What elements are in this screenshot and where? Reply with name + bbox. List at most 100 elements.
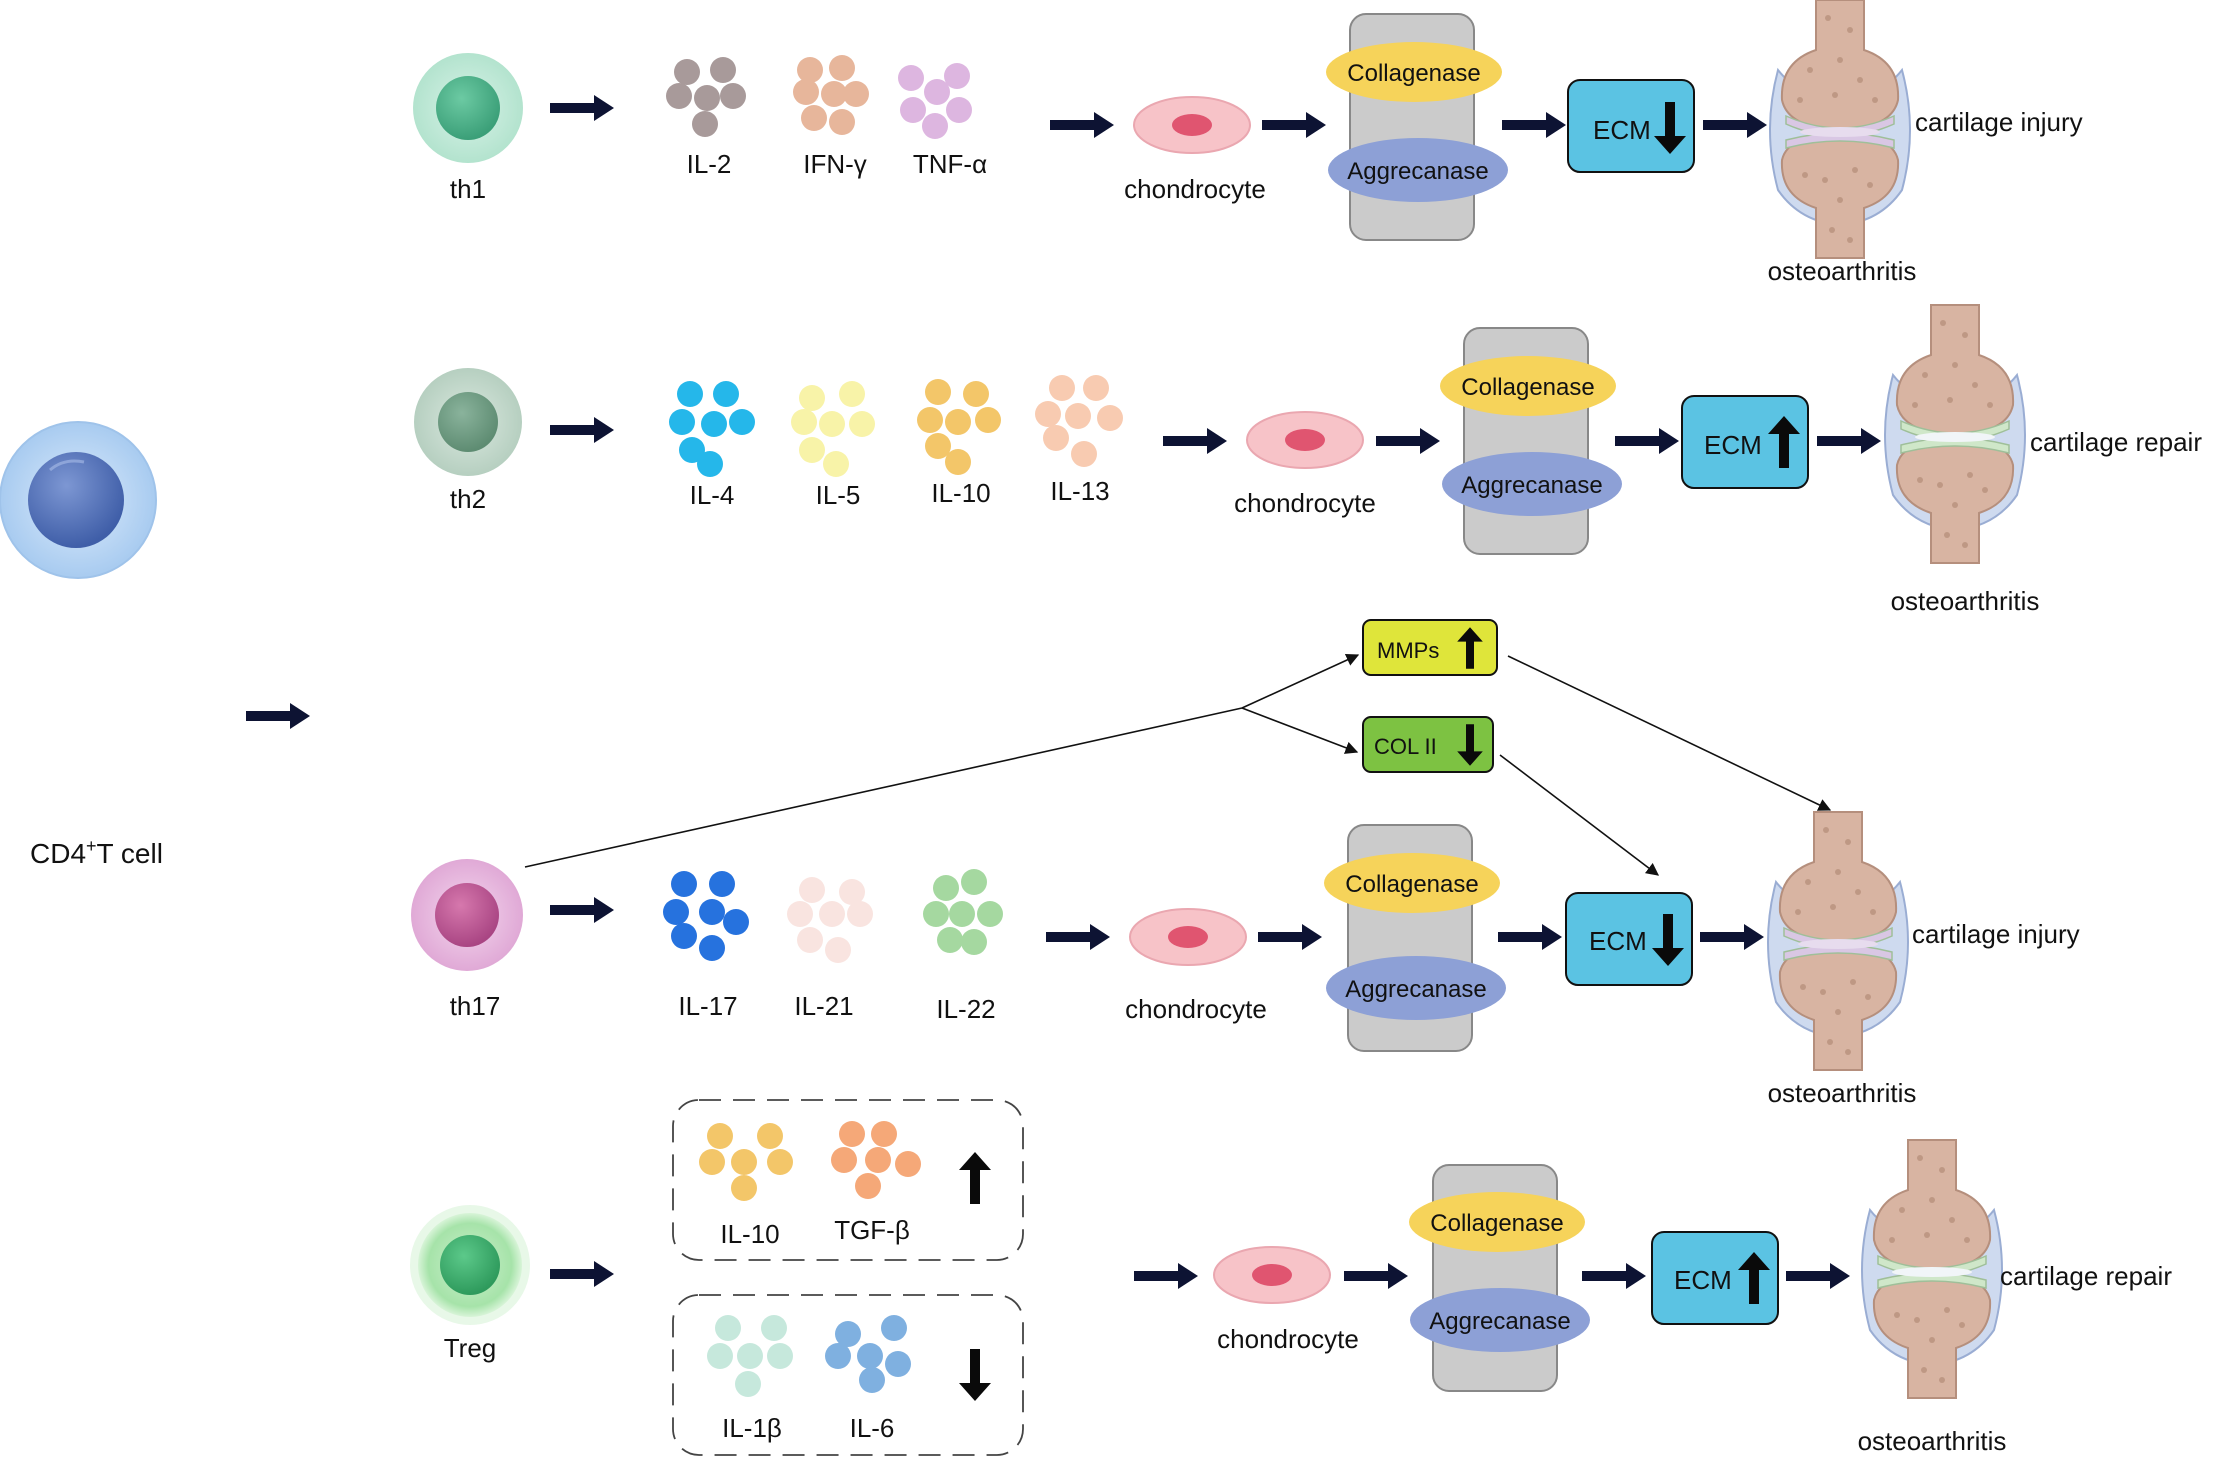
treg-cell [410, 1205, 530, 1325]
disease-label: osteoarthritis [1768, 1078, 1917, 1108]
mmps-box [1362, 619, 1498, 676]
cytokine-dot [801, 105, 827, 131]
up-arrow-icon [959, 1152, 991, 1204]
flow-arrow [1163, 428, 1227, 454]
cytokine-dot [767, 1149, 793, 1175]
cytokine-dot [900, 97, 926, 123]
cytokine-label-il13: IL-13 [1050, 476, 1109, 506]
cytokine-dot [849, 411, 875, 437]
flow-arrow [550, 897, 614, 923]
flow-arrow [1344, 1263, 1408, 1289]
cytokine-dot [694, 85, 720, 111]
flow-arrow [1700, 924, 1764, 950]
collagenase-label: Collagenase [1345, 871, 1478, 898]
aggrecanase-ellipse [1410, 1288, 1590, 1352]
th1-label: th1 [450, 174, 486, 204]
outcome-label: cartilage injury [1915, 107, 2083, 137]
cytokine-dot [797, 927, 823, 953]
cytokine-dot [859, 1367, 885, 1393]
cytokine-label-il5: IL-5 [816, 480, 861, 510]
ecm-box [1681, 395, 1809, 489]
cytokine-label-ifng: IFN-γ [803, 149, 867, 179]
flow-arrow [1615, 428, 1679, 454]
ecm-box [1651, 1231, 1779, 1325]
il17-cluster [663, 871, 749, 961]
collagenase-label: Collagenase [1430, 1210, 1563, 1237]
cytokine-dot [715, 1315, 741, 1341]
collagenase-ellipse [1440, 356, 1616, 416]
cytokine-dot [898, 65, 924, 91]
up-arrow-icon [1457, 627, 1483, 669]
flow-arrow [1703, 112, 1767, 138]
flow-arrow [1046, 924, 1110, 950]
cytokine-dot [922, 113, 948, 139]
cytokine-dot [847, 901, 873, 927]
cytokine-dot [791, 409, 817, 435]
il10-cluster [699, 1123, 793, 1201]
ecm-label: ECM [1674, 1265, 1732, 1295]
cytokine-dot [977, 901, 1003, 927]
cytokine-dot [961, 869, 987, 895]
cytokine-dot [731, 1149, 757, 1175]
disease-label: osteoarthritis [1891, 586, 2040, 616]
aggrecanase-ellipse [1326, 956, 1506, 1020]
cytokine-dot [692, 111, 718, 137]
cytokine-dot [1097, 405, 1123, 431]
cd4-label: CD4+T cell [30, 836, 163, 869]
collagenase-label: Collagenase [1347, 60, 1480, 87]
collagenase-label: Collagenase [1461, 374, 1594, 401]
cytokine-label-il6: IL-6 [850, 1413, 895, 1443]
cytokine-dot [825, 1343, 851, 1369]
collagenase-ellipse [1409, 1192, 1585, 1252]
flow-arrow [1134, 1263, 1198, 1289]
chondrocyte-label: chondrocyte [1217, 1324, 1359, 1354]
cytokine-dot [669, 409, 695, 435]
cytokine-dot [924, 79, 950, 105]
cytokine-dot [949, 901, 975, 927]
chondrocyte-cell [1213, 1246, 1331, 1304]
cytokine-dot [917, 407, 943, 433]
th1-cell [413, 53, 523, 163]
cytokine-dot [933, 875, 959, 901]
il6-cluster [825, 1315, 911, 1393]
aggrecanase-ellipse [1442, 452, 1622, 516]
branch-arrows [524, 653, 1832, 876]
cytokine-dot [731, 1175, 757, 1201]
flow-arrow [1376, 428, 1440, 454]
cytokine-dot [679, 437, 705, 463]
down-arrow-icon [1457, 724, 1483, 766]
cytokine-dot [720, 83, 746, 109]
cytokine-dot [819, 411, 845, 437]
cytokine-dot [797, 57, 823, 83]
knee-joint-icon [1861, 1139, 2003, 1399]
cytokine-dot [829, 109, 855, 135]
cytokine-dot [735, 1371, 761, 1397]
ifng-cluster [793, 55, 869, 135]
tnfa-cluster [898, 63, 972, 139]
cytokine-dot [799, 877, 825, 903]
cytokine-dot [1083, 375, 1109, 401]
cytokine-dot [825, 937, 851, 963]
chondrocyte-label: chondrocyte [1125, 994, 1267, 1024]
cytokine-dot [677, 381, 703, 407]
cytokine-dot [767, 1343, 793, 1369]
cd4-flow-arrow [246, 703, 310, 729]
cytokine-dot [1043, 425, 1069, 451]
collagenase-ellipse [1326, 42, 1502, 102]
cytokine-dot [857, 1343, 883, 1369]
cytokine-label-il10: IL-10 [720, 1219, 779, 1249]
cytokine-label-tgfb: TGF-β [834, 1215, 910, 1245]
cytokine-label-il4: IL-4 [690, 480, 735, 510]
cytokine-dot [925, 433, 951, 459]
cytokine-label-il22: IL-22 [936, 994, 995, 1024]
col2-label: COL II [1374, 734, 1437, 759]
il4-cluster [669, 381, 755, 477]
flow-arrow [1817, 428, 1881, 454]
th17-label: th17 [450, 991, 501, 1021]
cytokine-dot [729, 409, 755, 435]
treg-label: Treg [444, 1333, 497, 1363]
aggrecanase-label: Aggrecanase [1345, 976, 1486, 1003]
chondrocyte-cell [1246, 411, 1364, 469]
cytokine-dot [701, 411, 727, 437]
